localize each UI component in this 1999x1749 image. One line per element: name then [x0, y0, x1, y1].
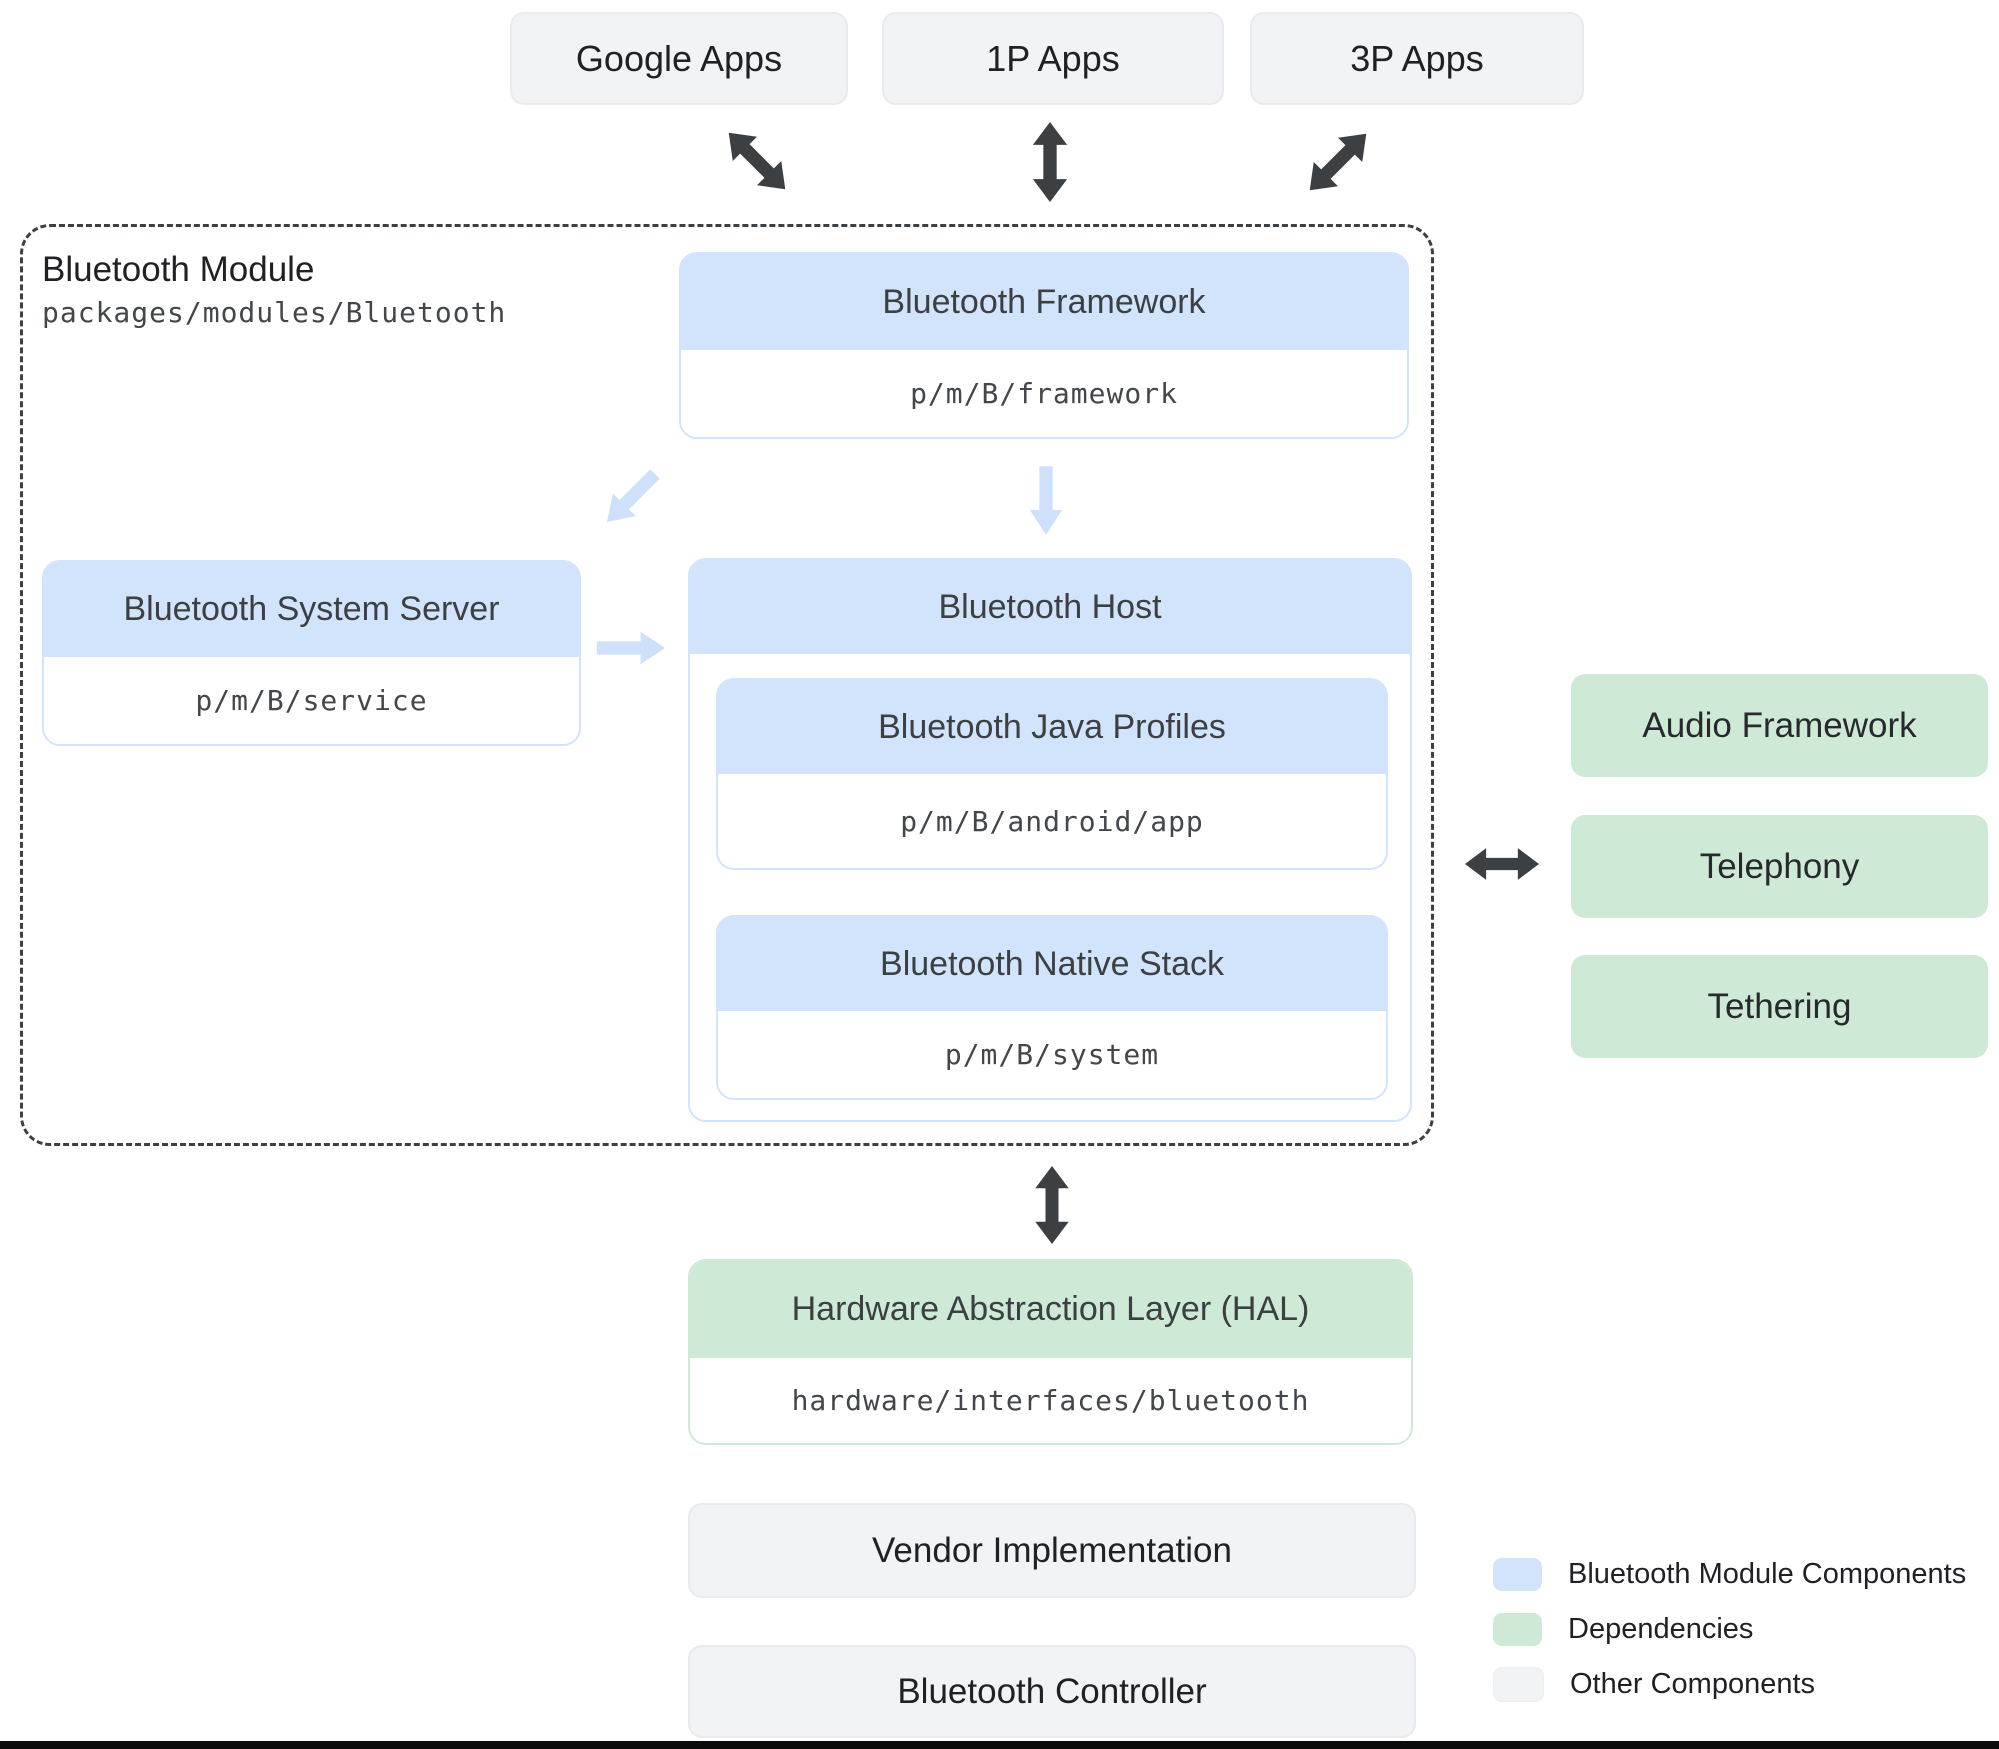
module-dependencies-bidirectional-arrow-icon — [1465, 848, 1539, 880]
bluetooth-java-profiles-path: p/m/B/android/app — [900, 804, 1204, 838]
legend: Bluetooth Module Components Dependencies… — [1493, 1558, 1966, 1702]
bluetooth-host-body: Bluetooth Java Profiles p/m/B/android/ap… — [690, 654, 1410, 1120]
hal-body: hardware/interfaces/bluetooth — [690, 1358, 1411, 1443]
vendor-implementation-label: Vendor Implementation — [872, 1530, 1232, 1570]
legend-item-dependencies: Dependencies — [1493, 1613, 1966, 1646]
vendor-implementation-box: Vendor Implementation — [688, 1503, 1416, 1598]
bluetooth-host-box: Bluetooth Host Bluetooth Java Profiles p… — [688, 558, 1412, 1122]
legend-item-module-components: Bluetooth Module Components — [1493, 1558, 1966, 1591]
bluetooth-framework-box: Bluetooth Framework p/m/B/framework — [679, 252, 1409, 439]
bluetooth-framework-title: Bluetooth Framework — [882, 282, 1206, 321]
bluetooth-native-stack-title: Bluetooth Native Stack — [880, 944, 1224, 983]
google-apps-label: Google Apps — [575, 37, 783, 79]
1p-apps-bidirectional-arrow-icon — [1032, 122, 1068, 202]
tethering-box: Tethering — [1571, 955, 1988, 1058]
bluetooth-module-frame — [20, 224, 1434, 1146]
audio-framework-label: Audio Framework — [1642, 705, 1917, 745]
bluetooth-java-profiles-header: Bluetooth Java Profiles — [718, 680, 1386, 774]
hal-header: Hardware Abstraction Layer (HAL) — [690, 1261, 1411, 1358]
bluetooth-native-stack-header: Bluetooth Native Stack — [718, 917, 1386, 1011]
3p-apps-bidirectional-arrow-icon — [1309, 133, 1367, 191]
bluetooth-system-server-header: Bluetooth System Server — [44, 562, 579, 657]
bluetooth-java-profiles-body: p/m/B/android/app — [718, 774, 1386, 868]
1p-apps-label: 1P Apps — [986, 37, 1120, 79]
3p-apps-box: 3P Apps — [1250, 12, 1584, 105]
legend-blue-label: Bluetooth Module Components — [1568, 1558, 1967, 1590]
bluetooth-system-server-title: Bluetooth System Server — [123, 590, 500, 628]
legend-green-label: Dependencies — [1568, 1613, 1754, 1645]
legend-item-other-components: Other Components — [1493, 1667, 1966, 1702]
bluetooth-native-stack-path: p/m/B/system — [944, 1038, 1160, 1071]
system-server-to-host-arrow-icon — [596, 631, 666, 665]
bluetooth-framework-body: p/m/B/framework — [681, 350, 1407, 437]
telephony-label: Telephony — [1699, 846, 1860, 886]
bluetooth-controller-label: Bluetooth Controller — [897, 1671, 1207, 1711]
hal-path: hardware/interfaces/bluetooth — [791, 1384, 1310, 1417]
telephony-box: Telephony — [1571, 815, 1988, 918]
bluetooth-system-server-path: p/m/B/service — [195, 684, 428, 717]
bluetooth-host-header: Bluetooth Host — [690, 560, 1410, 654]
legend-green-swatch — [1493, 1613, 1542, 1646]
1p-apps-box: 1P Apps — [882, 12, 1224, 105]
bluetooth-native-stack-box: Bluetooth Native Stack p/m/B/system — [716, 915, 1388, 1100]
bluetooth-java-profiles-title: Bluetooth Java Profiles — [878, 707, 1226, 746]
bluetooth-framework-path: p/m/B/framework — [910, 377, 1178, 410]
bluetooth-module-title: Bluetooth Module — [42, 250, 315, 289]
hal-box: Hardware Abstraction Layer (HAL) hardwar… — [688, 1259, 1413, 1445]
legend-blue-swatch — [1493, 1558, 1542, 1591]
hal-title: Hardware Abstraction Layer (HAL) — [791, 1290, 1310, 1328]
bluetooth-java-profiles-box: Bluetooth Java Profiles p/m/B/android/ap… — [716, 678, 1388, 870]
tethering-label: Tethering — [1707, 986, 1852, 1026]
audio-framework-box: Audio Framework — [1571, 674, 1988, 777]
bluetooth-system-server-box: Bluetooth System Server p/m/B/service — [42, 560, 581, 746]
google-apps-box: Google Apps — [510, 12, 848, 105]
legend-gray-label: Other Components — [1570, 1668, 1816, 1700]
google-apps-bidirectional-arrow-icon — [728, 132, 786, 190]
framework-to-system-server-arrow-icon — [606, 469, 660, 523]
bluetooth-controller-box: Bluetooth Controller — [688, 1645, 1416, 1738]
bluetooth-framework-header: Bluetooth Framework — [681, 254, 1407, 350]
module-hal-bidirectional-arrow-icon — [1035, 1166, 1069, 1244]
bluetooth-module-path: packages/modules/Bluetooth — [42, 296, 507, 330]
bluetooth-system-server-body: p/m/B/service — [44, 657, 579, 744]
bluetooth-module-heading: Bluetooth Module packages/modules/Blueto… — [42, 250, 642, 329]
bottom-edge-strip — [0, 1741, 1999, 1749]
3p-apps-label: 3P Apps — [1350, 37, 1484, 79]
bluetooth-native-stack-body: p/m/B/system — [718, 1011, 1386, 1098]
bluetooth-host-title: Bluetooth Host — [938, 587, 1162, 626]
legend-gray-swatch — [1493, 1667, 1544, 1702]
framework-to-host-arrow-icon — [1029, 466, 1063, 535]
